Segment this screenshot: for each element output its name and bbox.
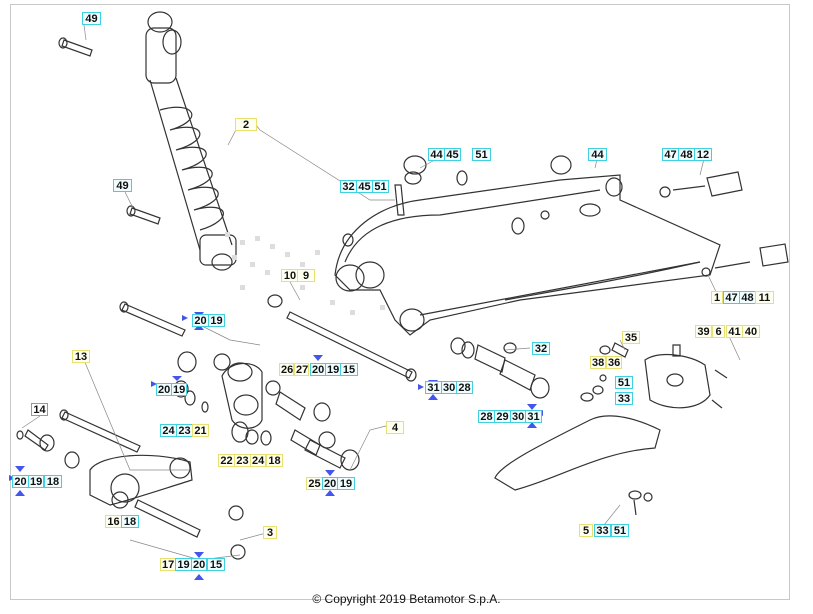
callout-18[interactable]: 18: [266, 454, 283, 467]
callout-45[interactable]: 45: [444, 148, 461, 161]
callout-35[interactable]: 35: [622, 331, 640, 344]
callout-49[interactable]: 49: [113, 179, 132, 192]
callout-44[interactable]: 44: [428, 148, 445, 161]
callout-51[interactable]: 51: [611, 524, 629, 537]
callout-4[interactable]: 4: [386, 421, 404, 434]
callout-20[interactable]: 20: [191, 558, 207, 571]
callout-33[interactable]: 33: [615, 392, 633, 405]
callout-24[interactable]: 24: [160, 424, 177, 437]
callout-30[interactable]: 30: [441, 381, 457, 394]
callout-20[interactable]: 20: [12, 475, 29, 488]
shock-bolt-lower: [126, 205, 161, 225]
adjuster-block-left: [659, 171, 743, 198]
callout-20[interactable]: 20: [310, 363, 326, 376]
callout-21[interactable]: 21: [192, 424, 209, 437]
callout-15[interactable]: 15: [207, 558, 225, 571]
callout-19[interactable]: 19: [171, 383, 187, 396]
callout-47[interactable]: 47: [662, 148, 679, 161]
callout-32[interactable]: 32: [532, 342, 550, 355]
callout-25[interactable]: 25: [306, 477, 323, 490]
callout-41[interactable]: 41: [726, 325, 743, 338]
callout-11[interactable]: 11: [755, 291, 774, 304]
callout-31[interactable]: 31: [425, 381, 442, 394]
shock-bolt-upper: [58, 37, 93, 57]
callout-13[interactable]: 13: [72, 350, 90, 363]
callout-17[interactable]: 17: [160, 558, 176, 571]
callout-27[interactable]: 27: [294, 363, 309, 376]
callout-28[interactable]: 28: [478, 410, 495, 423]
callout-1[interactable]: 1: [711, 291, 723, 304]
linkage-rocker: [221, 362, 263, 429]
callout-19[interactable]: 19: [325, 363, 341, 376]
callout-19[interactable]: 19: [337, 477, 355, 490]
callout-29[interactable]: 29: [494, 410, 511, 423]
callout-24[interactable]: 24: [250, 454, 266, 467]
callout-48[interactable]: 48: [739, 291, 756, 304]
callout-19[interactable]: 19: [28, 475, 44, 488]
callout-15[interactable]: 15: [340, 363, 358, 376]
callout-48[interactable]: 48: [678, 148, 695, 161]
callout-51[interactable]: 51: [615, 376, 633, 389]
callout-9[interactable]: 9: [297, 269, 315, 282]
callout-10[interactable]: 10: [281, 269, 299, 282]
callout-23[interactable]: 23: [176, 424, 193, 437]
callout-20[interactable]: 20: [322, 477, 338, 490]
small-fittings: [592, 342, 728, 502]
callout-18[interactable]: 18: [121, 515, 139, 528]
callout-36[interactable]: 36: [606, 356, 622, 369]
watermark-dots: [225, 232, 385, 315]
callout-45[interactable]: 45: [356, 180, 373, 193]
callout-51[interactable]: 51: [372, 180, 389, 193]
callout-39[interactable]: 39: [695, 325, 712, 338]
callout-18[interactable]: 18: [44, 475, 62, 488]
leader-lines: [21, 24, 741, 561]
callout-26[interactable]: 26: [279, 363, 294, 376]
callout-6[interactable]: 6: [712, 325, 725, 338]
callout-30[interactable]: 30: [510, 410, 526, 423]
callout-33[interactable]: 33: [594, 524, 611, 537]
callout-19[interactable]: 19: [175, 558, 192, 571]
callout-19[interactable]: 19: [208, 314, 225, 327]
copyright-text: © Copyright 2019 Betamotor S.p.A.: [312, 592, 501, 606]
callout-2[interactable]: 2: [235, 118, 257, 131]
chain-guide: [644, 354, 711, 409]
callout-16[interactable]: 16: [105, 515, 122, 528]
linkage-bolt-short: [59, 409, 141, 453]
callout-44[interactable]: 44: [588, 148, 607, 161]
callout-28[interactable]: 28: [456, 381, 473, 394]
callout-31[interactable]: 31: [525, 410, 542, 423]
diagram-border: [10, 4, 790, 600]
callout-32[interactable]: 32: [340, 180, 357, 193]
callout-51[interactable]: 51: [472, 148, 491, 161]
swingarm-pivot-axle: [286, 311, 417, 382]
callout-5[interactable]: 5: [579, 524, 593, 537]
callout-40[interactable]: 40: [742, 325, 760, 338]
chain-slider: [494, 392, 661, 516]
callout-14[interactable]: 14: [31, 403, 48, 416]
adjuster-block-right: [701, 243, 789, 277]
callout-12[interactable]: 12: [694, 148, 712, 161]
callout-49[interactable]: 49: [82, 12, 101, 25]
callout-22[interactable]: 22: [218, 454, 235, 467]
linkage-bolt-long: [119, 301, 186, 337]
shock-absorber: [145, 11, 237, 271]
callout-38[interactable]: 38: [590, 356, 606, 369]
callout-23[interactable]: 23: [234, 454, 251, 467]
swingarm: [334, 174, 721, 336]
callout-20[interactable]: 20: [156, 383, 172, 396]
callout-47[interactable]: 47: [723, 291, 740, 304]
callout-3[interactable]: 3: [263, 526, 277, 539]
callout-20[interactable]: 20: [192, 314, 209, 327]
linkage-rod: [89, 454, 193, 506]
